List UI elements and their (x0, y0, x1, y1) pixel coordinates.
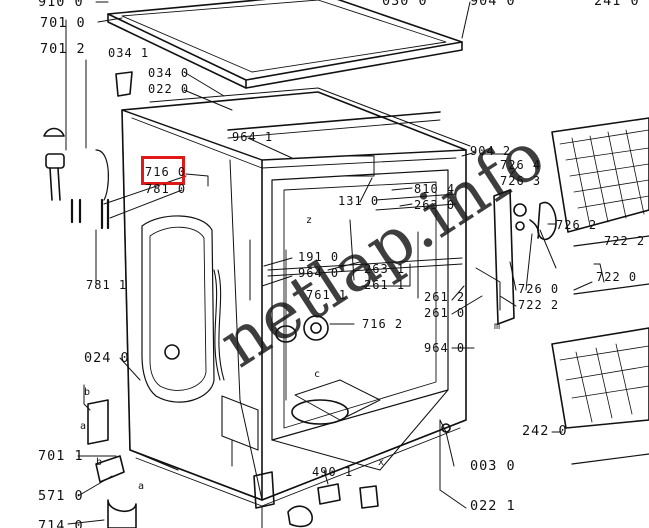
label-701-2: 701 2 (40, 41, 86, 57)
label-716-0: 716 0 (145, 165, 187, 179)
label-261-0: 261 0 (424, 306, 466, 320)
callout-z: z (306, 215, 313, 226)
label-726-2: 726 2 (556, 218, 598, 232)
label-490-1: 490 1 (312, 465, 354, 479)
label-263-0: 263 0 (414, 198, 456, 212)
label-003-0: 003 0 (470, 458, 516, 474)
label-722-0: 722 0 (596, 270, 638, 284)
label-131-0: 131 0 (338, 194, 380, 208)
callout-b-lower: b (96, 457, 103, 468)
label-716-2: 716 2 (362, 317, 404, 331)
label-910-0: 910 0 (38, 0, 84, 10)
label-964-0-right: 964 0 (424, 341, 466, 355)
label-024-0: 024 0 (84, 350, 130, 366)
label-571-0: 571 0 (38, 488, 84, 504)
tub-cabinet (121, 87, 471, 528)
label-022-1: 022 1 (470, 498, 516, 514)
callout-c: c (314, 369, 321, 380)
callout-x: x (378, 457, 385, 468)
label-964-1: 964 1 (232, 130, 274, 144)
label-701-0: 701 0 (40, 15, 86, 31)
label-722-2-top: 722 2 (604, 234, 646, 248)
label-726-0: 726 0 (518, 282, 560, 296)
callout-a: a (80, 421, 87, 432)
callout-b: b (84, 387, 91, 398)
label-726-4: 726 4 (500, 158, 542, 172)
label-242-0: 242 0 (522, 423, 568, 439)
label-722-2-bottom: 722 2 (518, 298, 560, 312)
label-714-0: 714 0 (38, 518, 84, 528)
label-726-3: 726 3 (500, 174, 542, 188)
label-261-2: 261 2 (424, 290, 466, 304)
right-side-parts (475, 117, 649, 465)
worktop-panel (107, 0, 463, 89)
label-904-2: 904 2 (470, 144, 512, 158)
selected-part-highlight (141, 156, 185, 185)
label-904-0: 904 0 (470, 0, 516, 9)
label-701-1: 701 1 (38, 448, 84, 464)
label-261-1: 261 1 (364, 278, 406, 292)
callout-a-lower: a (138, 481, 145, 492)
label-263-1: 263 1 (364, 262, 406, 276)
label-810-4: 810 4 (414, 182, 456, 196)
label-781-0: 781 0 (145, 182, 187, 196)
label-781-1: 781 1 (86, 278, 128, 292)
label-030-0: 030 0 (382, 0, 428, 9)
callout-m: m (494, 321, 501, 332)
label-964-0-mid: 964 0 (298, 266, 340, 280)
label-241-0: 241 0 (594, 0, 640, 9)
leader-lines (67, 1, 593, 525)
label-034-1: 034 1 (108, 46, 150, 60)
bottom-parts (253, 471, 379, 528)
label-034-0: 034 0 (148, 66, 190, 80)
label-022-0: 022 0 (148, 82, 190, 96)
label-761-1: 761 1 (306, 288, 348, 302)
left-loose-parts (43, 19, 137, 528)
label-191-0: 191 0 (298, 250, 340, 264)
